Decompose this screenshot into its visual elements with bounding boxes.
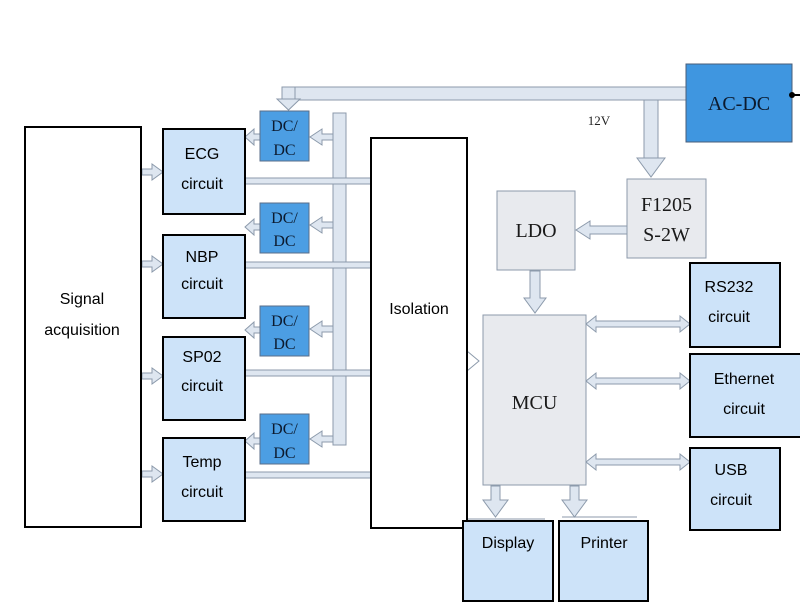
ethernet-circuit-label: circuit [723, 401, 765, 418]
signal-label-line2: acquisition [44, 322, 120, 339]
spo2-circuit-block: SP02 circuit [162, 336, 246, 421]
isolation-block: Isolation [370, 137, 468, 529]
ecg-label: ECG [185, 146, 220, 163]
supply-drop-stem [281, 86, 296, 100]
rs232-circuit-block: RS232 circuit [689, 262, 781, 348]
printer-label: Printer [580, 535, 628, 552]
voltage-label: 12V [588, 113, 611, 128]
printer-block: Printer [558, 520, 649, 602]
usb-label: USB [715, 462, 748, 479]
svg-text:DC/: DC/ [271, 313, 298, 330]
ethernet-label: Ethernet [714, 371, 775, 388]
mcu-to-printer-arrow [561, 485, 588, 518]
supply-bar-12v [281, 86, 688, 101]
svg-text:DC/: DC/ [271, 421, 298, 438]
mcu-label: MCU [512, 392, 558, 414]
mcu-to-display-arrow [482, 485, 509, 518]
dcdc-block-4: DC/ DC [259, 413, 310, 465]
dcdc-block-1: DC/ DC [259, 110, 310, 162]
connectors [141, 86, 691, 520]
signal-acquisition-block: Signal acquisition [24, 126, 142, 528]
temp-label: Temp [182, 454, 221, 471]
temp-circuit-label: circuit [181, 484, 223, 501]
display-label: Display [482, 535, 534, 552]
dcdc-block-3: DC/ DC [259, 305, 310, 357]
svg-text:DC: DC [273, 142, 295, 159]
nbp-circuit-block: NBP circuit [162, 234, 246, 319]
f1205-label-line1: F1205 [641, 194, 692, 216]
ethernet-circuit-block: Ethernet circuit [689, 353, 800, 438]
ldo-to-mcu-arrow [523, 270, 547, 314]
spo2-label: SP02 [182, 349, 221, 366]
bus-to-dcdc-arrows [309, 128, 334, 448]
mcu-peripheral-double-arrows [585, 314, 691, 472]
spo2-circuit-label: circuit [181, 378, 223, 395]
isolation-to-mcu-arrow [466, 350, 480, 372]
dcdc-block-2: DC/ DC [259, 202, 310, 254]
svg-text:DC/: DC/ [271, 210, 298, 227]
acdc-block: AC-DC [685, 63, 800, 143]
svg-text:DC: DC [273, 445, 295, 462]
f1205-block: F1205 S-2W [626, 178, 707, 259]
ecg-circuit-block: ECG circuit [162, 128, 246, 215]
ecg-circuit-label: circuit [181, 176, 223, 193]
supply-drop-arrowhead [275, 98, 302, 111]
f1205-to-ldo-arrow [575, 220, 628, 240]
signal-to-circuit-arrows [141, 163, 164, 483]
isolation-label: Isolation [389, 301, 449, 318]
nbp-label: NBP [186, 249, 219, 266]
f1205-label-line2: S-2W [643, 224, 690, 246]
ldo-block: LDO [496, 190, 576, 271]
nbp-circuit-label: circuit [181, 276, 223, 293]
usb-circuit-label: circuit [710, 492, 752, 509]
signal-label-line1: Signal [60, 291, 104, 308]
distribution-bus [332, 112, 347, 446]
svg-text:DC/: DC/ [271, 118, 298, 135]
usb-circuit-block: USB circuit [689, 447, 781, 531]
rs232-label: RS232 [705, 279, 754, 296]
svg-text:DC: DC [273, 336, 295, 353]
rs232-circuit-label: circuit [708, 309, 750, 326]
f1205-feed-stem [643, 99, 659, 159]
display-block: Display [462, 520, 554, 602]
dcdc-to-circuit-arrows [244, 127, 261, 451]
svg-text:DC: DC [273, 233, 295, 250]
ldo-label: LDO [515, 220, 556, 242]
f1205-feed-arrowhead [636, 157, 666, 178]
acdc-label: AC-DC [708, 93, 770, 115]
mcu-block: MCU [482, 314, 587, 486]
temp-circuit-block: Temp circuit [162, 437, 246, 522]
